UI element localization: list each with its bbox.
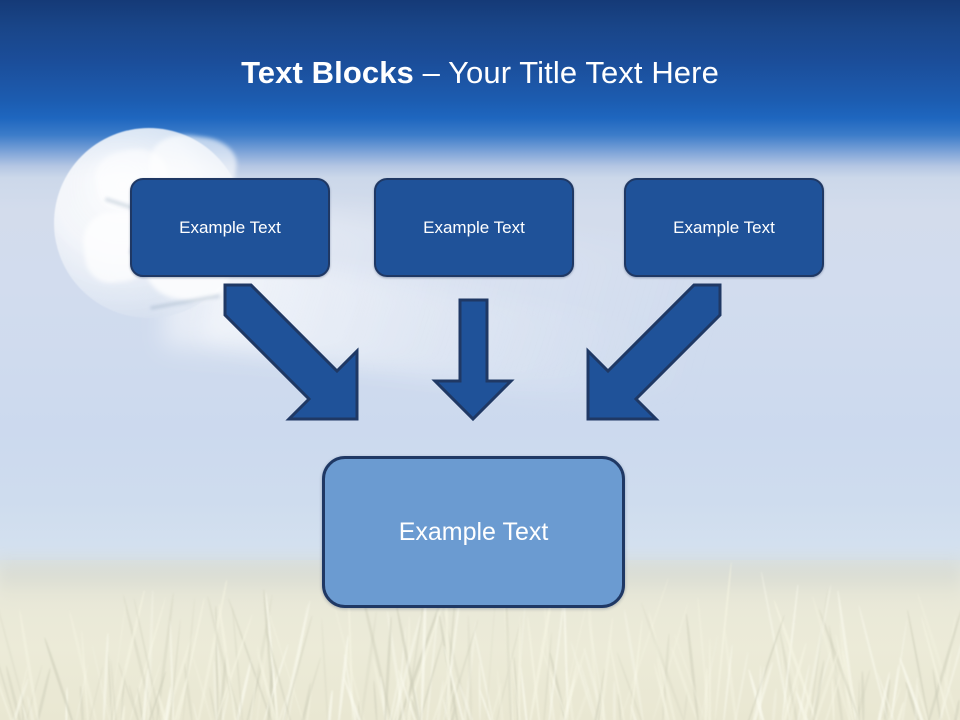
grass-blade <box>861 670 865 720</box>
text-block-top-2[interactable]: Example Text <box>374 178 574 277</box>
grass-blade <box>612 680 616 720</box>
page-title-separator: – <box>422 55 449 90</box>
text-block-top-1-label: Example Text <box>179 217 281 237</box>
page-title: Text Blocks – Your Title Text Here <box>0 54 960 92</box>
page-title-bold: Text Blocks <box>241 55 423 90</box>
grass-blade <box>830 678 835 720</box>
text-block-top-3[interactable]: Example Text <box>624 178 824 277</box>
text-block-top-2-label: Example Text <box>423 217 525 237</box>
grass-blade <box>517 615 521 720</box>
grass-blade <box>770 688 778 720</box>
text-block-top-1[interactable]: Example Text <box>130 178 330 277</box>
grass-blade <box>519 666 531 720</box>
grass-blade <box>714 562 734 720</box>
text-block-top-3-label: Example Text <box>673 217 775 237</box>
grass-blade <box>597 617 615 720</box>
text-block-bottom-label: Example Text <box>398 517 549 546</box>
page-title-rest: Your Title Text Here <box>448 55 719 90</box>
text-block-bottom[interactable]: Example Text <box>322 456 625 608</box>
